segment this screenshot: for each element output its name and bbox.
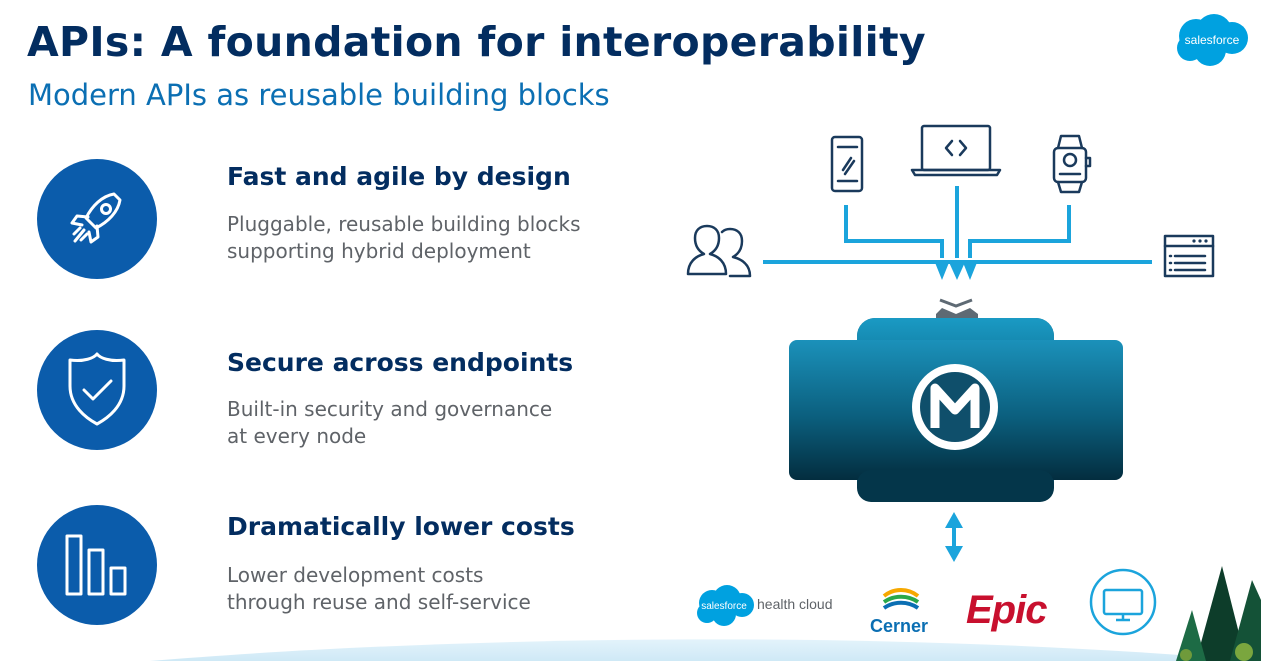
ground-swoosh: [150, 639, 1180, 661]
feature-desc-line: supporting hybrid deployment: [227, 239, 531, 263]
shield-icon-circle: [37, 330, 157, 450]
partner-epic: Epic: [966, 588, 1048, 632]
partner-cerner: Cerner: [870, 588, 928, 636]
trees-decoration: [1176, 566, 1261, 661]
chart-icon-circle: [37, 505, 157, 625]
feature-title-secure: Secure across endpoints: [227, 348, 574, 377]
feature-desc-line: through reuse and self-service: [227, 590, 531, 614]
browser-window-icon: [1163, 234, 1215, 278]
mobile-phone-icon: [830, 135, 864, 193]
users-icon: [686, 224, 752, 278]
mulesoft-hub: [789, 298, 1123, 502]
partner-brand-text: salesforce: [701, 601, 747, 612]
bar-chart-icon: [65, 534, 127, 596]
monitor-icon: [1089, 568, 1157, 636]
shield-check-icon: [68, 352, 126, 426]
salesforce-logo-text: salesforce: [1185, 33, 1240, 47]
feature-desc-line: Lower development costs: [227, 563, 484, 587]
partner-label-text: health cloud: [757, 596, 833, 612]
feature-desc-line: at every node: [227, 424, 367, 448]
smartwatch-icon: [1052, 134, 1092, 194]
page-title: APIs: A foundation for interoperability: [27, 18, 926, 66]
feature-desc-line: Pluggable, reusable building blocks: [227, 212, 581, 236]
salesforce-logo: salesforce: [1177, 14, 1248, 66]
feature-desc-costs: Lower development costs through reuse an…: [227, 562, 531, 616]
rocket-icon-circle: [37, 159, 157, 279]
rocket-icon: [70, 192, 122, 244]
feature-title-fast: Fast and agile by design: [227, 162, 571, 191]
laptop-code-icon: [910, 124, 1002, 177]
mulesoft-logo-icon: [912, 364, 998, 450]
feature-desc-fast: Pluggable, reusable building blocks supp…: [227, 211, 581, 265]
page-subtitle: Modern APIs as reusable building blocks: [28, 78, 610, 112]
partner-brand-text: Cerner: [870, 616, 928, 636]
partner-salesforce-health-cloud: salesforce health cloud: [697, 585, 833, 626]
connector-arrows: [934, 260, 978, 562]
feature-desc-secure: Built-in security and governance at ever…: [227, 396, 552, 450]
feature-title-costs: Dramatically lower costs: [227, 512, 575, 541]
partner-brand-text: Epic: [966, 588, 1047, 632]
feature-desc-line: Built-in security and governance: [227, 397, 553, 421]
